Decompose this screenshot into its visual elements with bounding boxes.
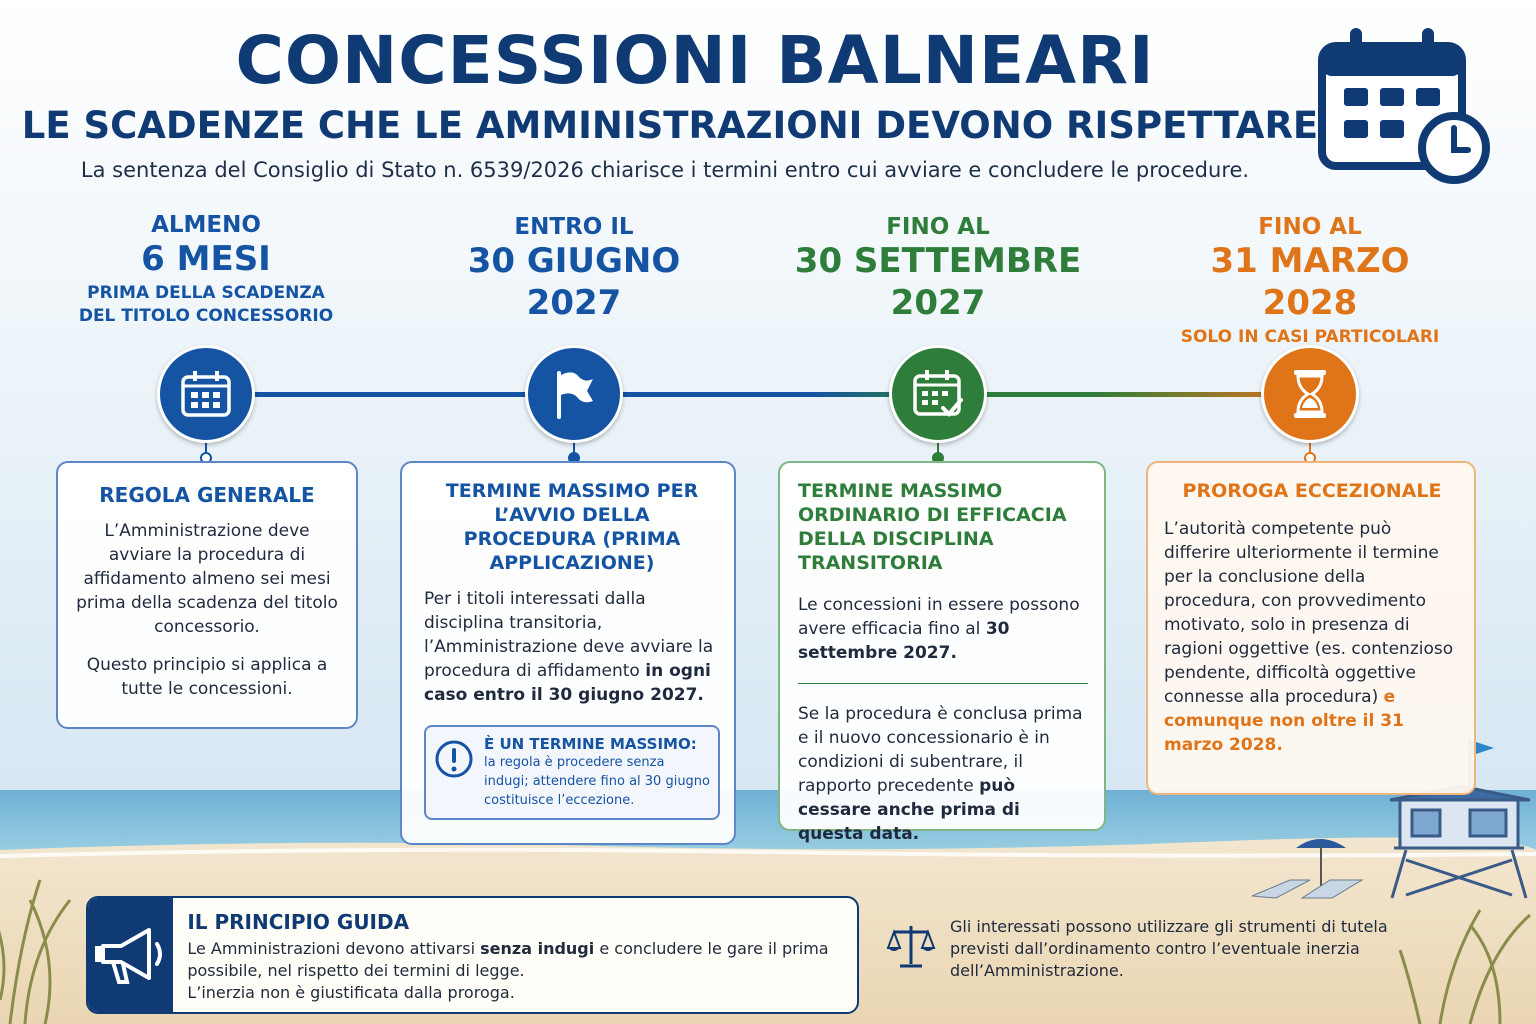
card-termine-efficacia: TERMINE MASSIMO ORDINARIO DI EFFICACIA D… bbox=[778, 461, 1106, 844]
warning-text: la regola è procedere senza indugi; atte… bbox=[484, 755, 711, 808]
card-title: TERMINE MASSIMO PER L’AVVIO DELLA PROCED… bbox=[445, 480, 699, 574]
step-1-marker bbox=[157, 345, 255, 443]
divider bbox=[798, 683, 1088, 684]
guide-text: Le Amministrazioni devono attivarsi senz… bbox=[187, 939, 829, 980]
card-text: Questo principio si applica a tutte le c… bbox=[86, 655, 328, 699]
card-text: L’autorità competente può differire ulte… bbox=[1164, 519, 1454, 755]
card-text: Se la procedura è conclusa prima e il nu… bbox=[798, 704, 1083, 844]
beach-umbrella bbox=[1251, 839, 1364, 899]
page-title: CONCESSIONI BALNEARI bbox=[235, 22, 1155, 99]
page-subtitle: LE SCADENZE CHE LE AMMINISTRAZIONI DEVON… bbox=[21, 104, 1319, 147]
step-3-heading: FINO AL 30 SETTEMBRE 2027 bbox=[794, 214, 1082, 323]
intro-text: La sentenza del Consiglio di Stato n. 65… bbox=[80, 158, 1250, 182]
exclamation-icon bbox=[435, 740, 473, 778]
step-2-marker bbox=[525, 345, 623, 443]
grass-right bbox=[1398, 909, 1531, 1024]
grass-left bbox=[0, 879, 72, 1024]
guide-text-2: L’inerzia non è giustificata dalla proro… bbox=[187, 983, 515, 1002]
warning-title: È UN TERMINE MASSIMO: bbox=[484, 735, 697, 753]
step-3-marker bbox=[889, 345, 987, 443]
card-termine-avvio: TERMINE MASSIMO PER L’AVVIO DELLA PROCED… bbox=[400, 461, 736, 845]
step-2-heading: ENTRO IL 30 GIUGNO 2027 bbox=[467, 214, 681, 323]
card-text: L’Amministrazione deve avviare la proced… bbox=[76, 521, 338, 637]
guide-title: IL PRINCIPIO GUIDA bbox=[187, 910, 410, 934]
calendar-check-icon bbox=[913, 370, 963, 417]
principio-guida-box: IL PRINCIPIO GUIDA Le Amministrazioni de… bbox=[86, 896, 859, 1014]
step-4-heading: FINO AL 31 MARZO 2028 SOLO IN CASI PARTI… bbox=[1180, 214, 1440, 347]
card-text: Le concessioni in essere possono avere e… bbox=[798, 595, 1080, 663]
tutela-note: Gli interessati possono utilizzare gli s… bbox=[886, 916, 1426, 982]
flag-icon bbox=[557, 371, 593, 419]
card-proroga-eccezionale: PROROGA ECCEZIONALE L’autorità competent… bbox=[1146, 461, 1476, 795]
hourglass-icon bbox=[1294, 370, 1326, 418]
tutela-text: Gli interessati possono utilizzare gli s… bbox=[950, 917, 1388, 980]
card-regola-generale: REGOLA GENERALE L’Amministrazione deve a… bbox=[56, 461, 358, 729]
guide-icon-panel bbox=[88, 898, 174, 1012]
card-title: PROROGA ECCEZIONALE bbox=[1182, 480, 1442, 502]
calendar-icon bbox=[181, 371, 231, 417]
scales-icon bbox=[886, 926, 936, 968]
step-1-heading: ALMENO 6 MESI PRIMA DELLA SCADENZA DEL T… bbox=[78, 212, 334, 326]
calendar-clock-icon bbox=[1318, 28, 1490, 184]
card-text: Per i titoli interessati dalla disciplin… bbox=[424, 589, 714, 705]
card-title: REGOLA GENERALE bbox=[99, 483, 315, 507]
warning-box: È UN TERMINE MASSIMO: la regola è proced… bbox=[424, 725, 720, 820]
step-4-marker bbox=[1261, 345, 1359, 443]
megaphone-icon bbox=[94, 928, 162, 984]
card-title: TERMINE MASSIMO ORDINARIO DI EFFICACIA D… bbox=[798, 480, 1067, 574]
